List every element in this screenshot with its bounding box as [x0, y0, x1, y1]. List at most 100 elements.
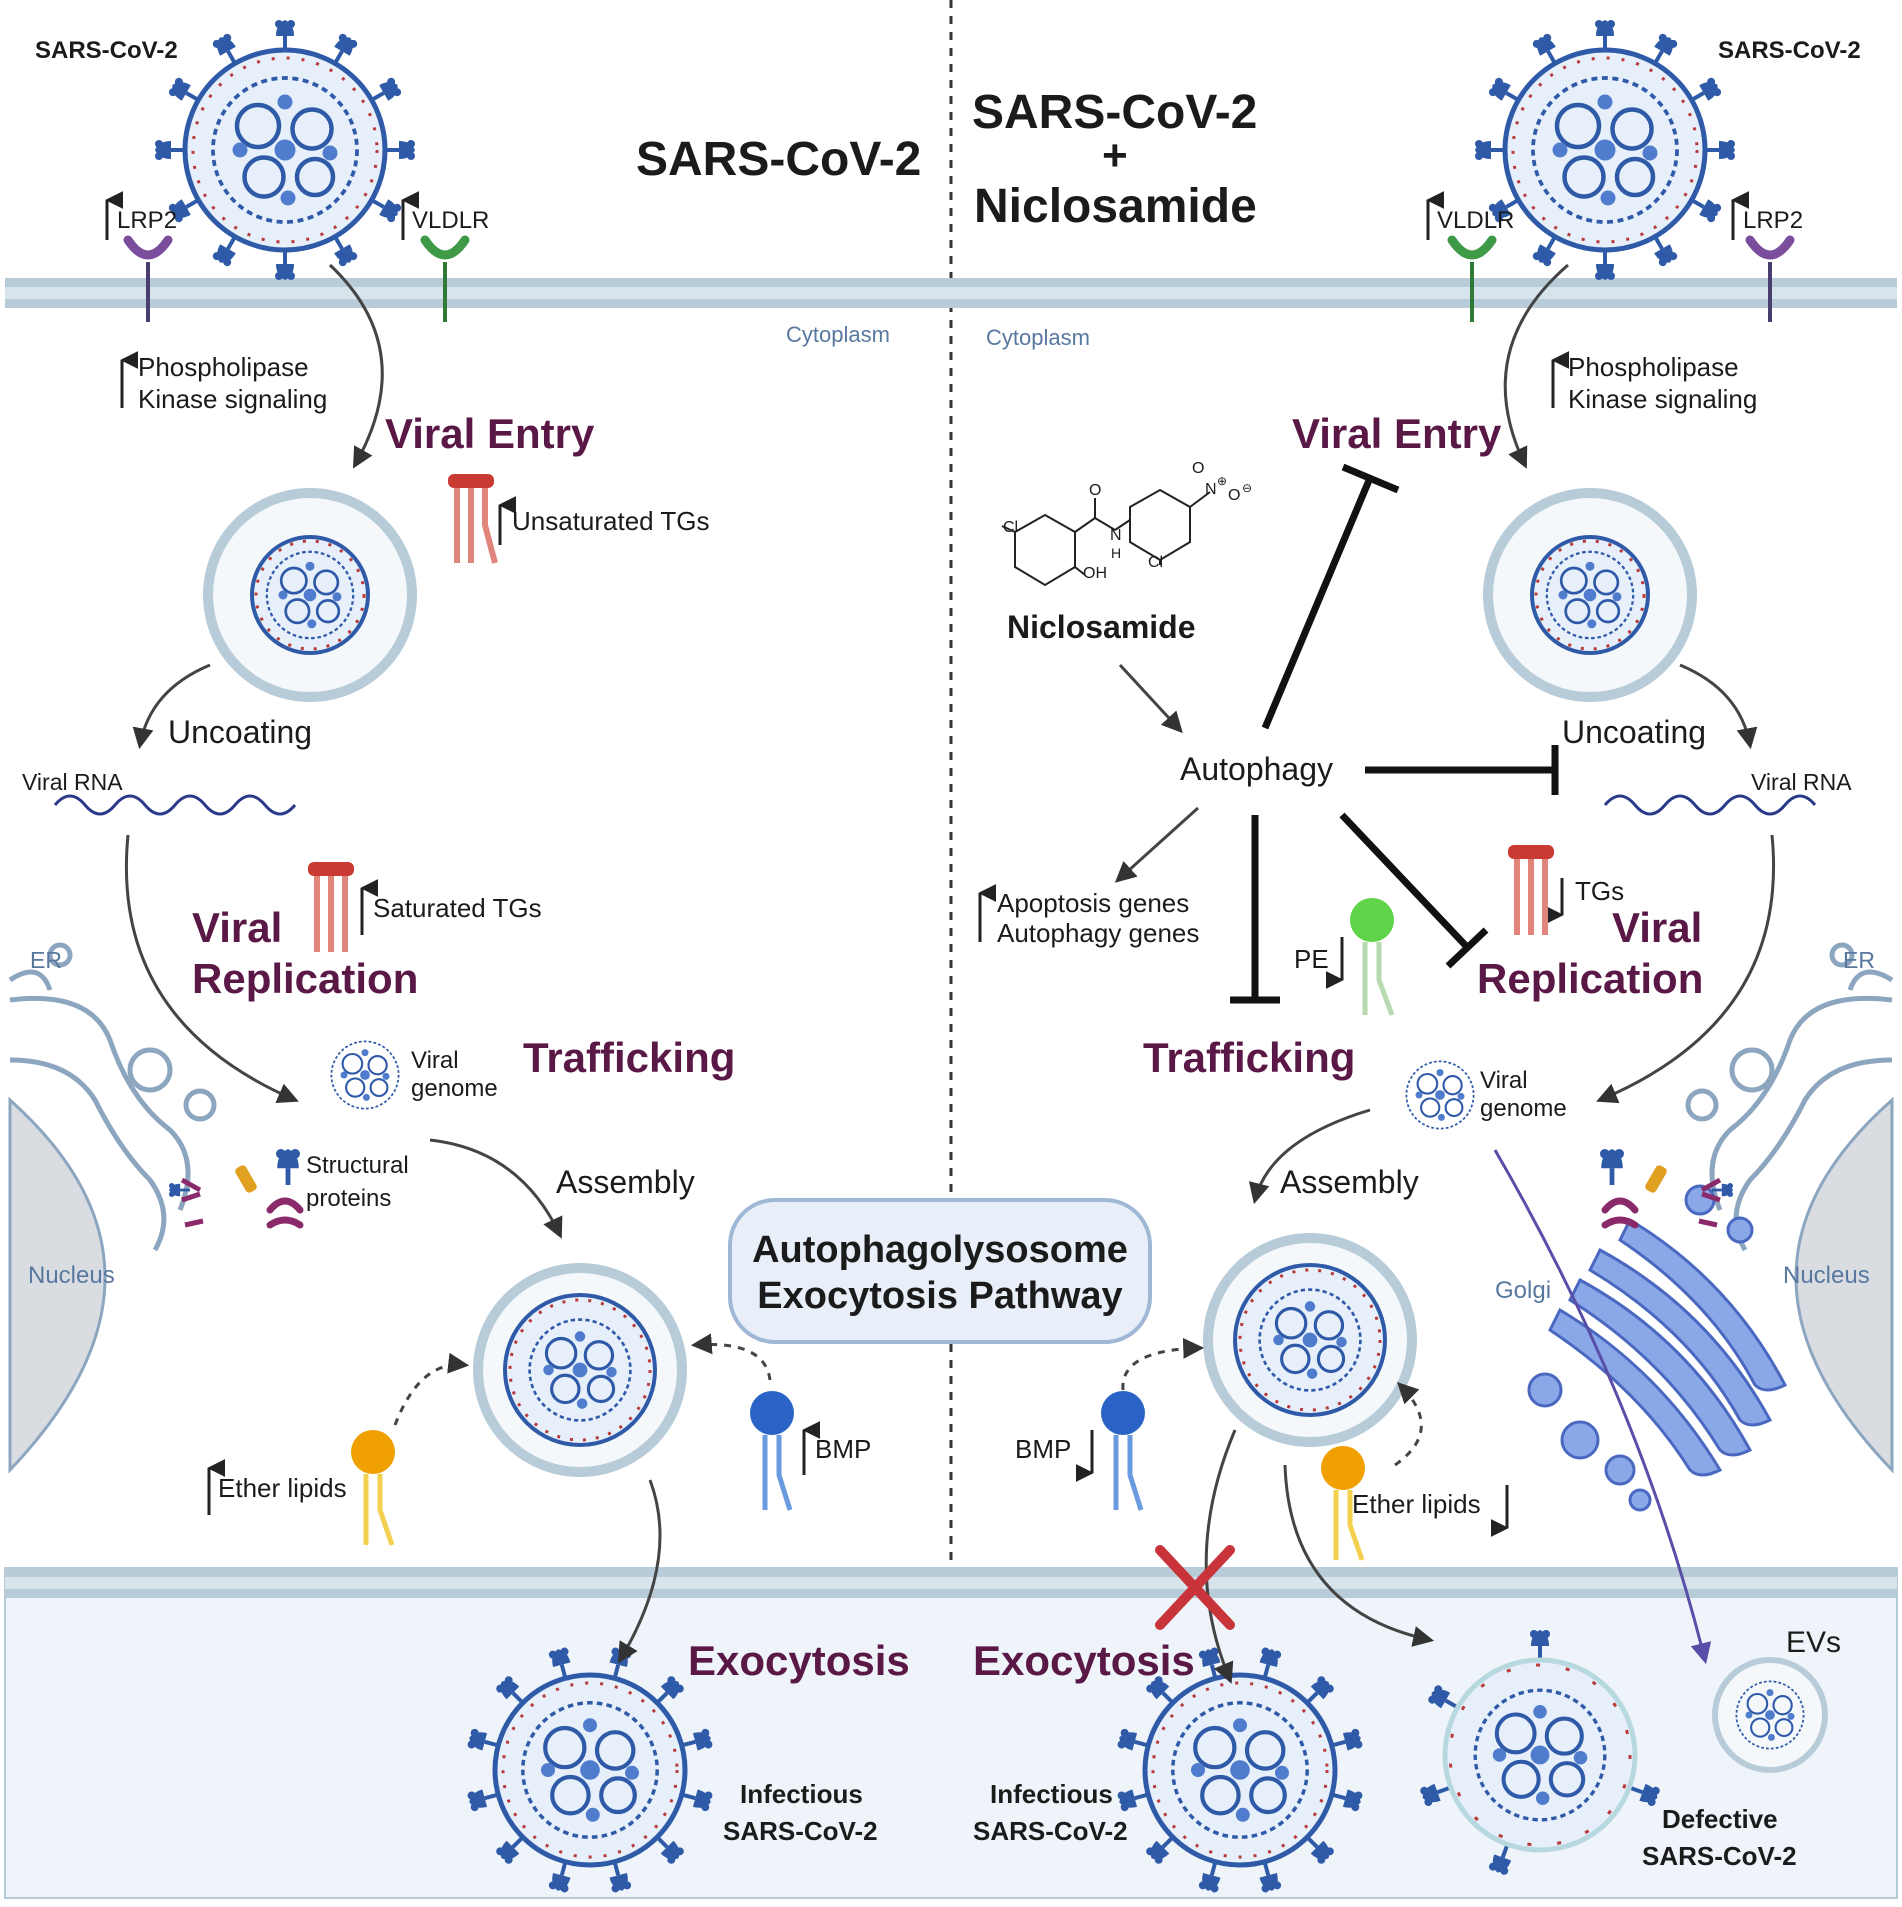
left-vldlr-label: VLDLR	[412, 207, 489, 234]
left-kinase-label: Kinase signaling	[138, 384, 327, 414]
receptor-icon-lrp2-left	[123, 235, 173, 322]
triglyceride-icon-right	[1508, 845, 1554, 935]
golgi-icon	[1527, 1184, 1788, 1512]
right-heading-1: SARS-CoV-2	[972, 86, 1257, 139]
process-arrows-left	[124, 263, 772, 1664]
right-viral-rna-label: Viral RNA	[1751, 769, 1852, 795]
chem-oh: OH	[1083, 565, 1107, 582]
chem-h: H	[1111, 545, 1121, 561]
left-exocytosis-title: Exocytosis	[688, 1637, 910, 1684]
pathway-box	[728, 1198, 1152, 1344]
left-bmp-label: BMP	[815, 1434, 871, 1464]
virus-icon-infectious-left	[464, 1644, 716, 1896]
left-unsat-tgs-label: Unsaturated TGs	[512, 506, 710, 536]
right-viral-replication-title-1: Viral	[1612, 904, 1702, 951]
right-autophagy-genes-label: Autophagy genes	[997, 918, 1199, 948]
left-virus-label: SARS-CoV-2	[35, 37, 178, 64]
left-nucleus-label: Nucleus	[28, 1262, 115, 1289]
left-uncoating-label: Uncoating	[168, 714, 312, 750]
right-pe-label: PE	[1294, 944, 1329, 974]
right-viral-genome-label-1: Viral	[1480, 1067, 1528, 1094]
structural-proteins-icon-left	[167, 1149, 304, 1229]
chem-o: O	[1089, 482, 1101, 499]
right-vldlr-label: VLDLR	[1437, 207, 1514, 234]
chem-o-top: O	[1192, 460, 1204, 477]
regulation-arrows	[105, 191, 1750, 1537]
lipid-icon-ether-right	[1321, 1446, 1365, 1561]
right-tgs-label: TGs	[1575, 876, 1624, 906]
structural-proteins-icon-right	[1600, 1149, 1735, 1229]
process-arrows-right	[1114, 263, 1776, 1684]
cross-icon	[1155, 1545, 1235, 1630]
chem-plus: ⊕	[1217, 474, 1227, 488]
left-cytoplasm-label: Cytoplasm	[786, 322, 890, 347]
right-apoptosis-genes-label: Apoptosis genes	[997, 888, 1189, 918]
endosome-icon-right	[1483, 488, 1697, 702]
pathway-label-1: Autophagolysosome	[752, 1229, 1128, 1271]
right-viral-entry-title: Viral Entry	[1292, 410, 1502, 457]
left-viral-genome-label-2: genome	[411, 1075, 498, 1102]
receptor-icon-lrp2-right	[1745, 235, 1795, 322]
right-trafficking-title: Trafficking	[1143, 1034, 1355, 1081]
chem-o-minus: O	[1228, 487, 1240, 504]
virus-icon-top-right	[1473, 18, 1737, 282]
ev-vesicle-icon	[1712, 1657, 1828, 1773]
right-virus-label: SARS-CoV-2	[1718, 37, 1861, 64]
left-viral-replication-title-1: Viral	[192, 904, 282, 951]
left-heading: SARS-CoV-2	[636, 133, 921, 186]
right-infectious-label-1: Infectious	[990, 1779, 1113, 1809]
pathway-label-2: Exocytosis Pathway	[757, 1275, 1122, 1317]
left-structural-label-2: proteins	[306, 1185, 391, 1212]
receptor-icon-vldlr-right	[1447, 235, 1497, 322]
viral-genome-icon-left	[330, 1040, 400, 1110]
left-viral-replication-title-2: Replication	[192, 955, 418, 1002]
chem-n-nitro: N	[1205, 481, 1217, 498]
right-er-label: ER	[1843, 947, 1875, 973]
virus-icon-infectious-right	[1114, 1644, 1366, 1896]
virus-icon-defective	[1417, 1628, 1663, 1878]
nucleus-icon-right	[1794, 1096, 1894, 1474]
left-lrp2-label: LRP2	[117, 207, 177, 234]
right-lrp2-label: LRP2	[1743, 207, 1803, 234]
virus-icon-top-left	[153, 18, 417, 282]
right-autophagy-label: Autophagy	[1180, 751, 1333, 787]
left-trafficking-title: Trafficking	[523, 1034, 735, 1081]
golgi-ev-arrow	[1493, 1149, 1712, 1665]
chem-cl1: Cl	[1003, 519, 1018, 536]
left-ether-lipids-label: Ether lipids	[218, 1473, 347, 1503]
assembly-vesicle-icon-right	[1203, 1233, 1417, 1447]
viral-rna-right	[1603, 794, 1817, 816]
right-viral-genome-label-2: genome	[1480, 1095, 1567, 1122]
triglyceride-icon-unsat	[448, 474, 498, 564]
right-exocytosis-title: Exocytosis	[973, 1637, 1195, 1684]
right-cytoplasm-label: Cytoplasm	[986, 325, 1090, 350]
lipid-icon-bmp-right	[1101, 1391, 1145, 1511]
right-assembly-label: Assembly	[1280, 1164, 1419, 1200]
chem-cl2: Cl	[1148, 554, 1163, 571]
top-membrane	[5, 278, 1897, 308]
right-heading-3: Niclosamide	[974, 180, 1257, 233]
triglyceride-icon-sat	[308, 862, 354, 952]
lipid-icon-ether-left	[351, 1430, 395, 1546]
right-niclosamide-label: Niclosamide	[1007, 609, 1196, 645]
right-viral-replication-title-2: Replication	[1477, 955, 1703, 1002]
er-icon-left	[8, 942, 217, 1252]
niclosamide-structure-icon	[1001, 488, 1211, 587]
receptor-icon-vldlr-left	[420, 235, 470, 322]
left-phospholipase-label: Phospholipase	[138, 352, 309, 382]
viral-genome-icon-right	[1405, 1060, 1475, 1130]
left-viral-genome-label-1: Viral	[411, 1047, 459, 1074]
right-defective-label-2: SARS-CoV-2	[1642, 1841, 1797, 1871]
left-viral-rna-label: Viral RNA	[22, 769, 123, 795]
right-defective-label-1: Defective	[1662, 1804, 1778, 1834]
right-heading-2: +	[1102, 131, 1128, 180]
assembly-vesicle-icon-left	[473, 1263, 687, 1477]
right-uncoating-label: Uncoating	[1562, 714, 1706, 750]
left-assembly-label: Assembly	[556, 1164, 695, 1200]
chem-minus: ⊖	[1242, 481, 1252, 495]
inhibition-icon-set	[1230, 463, 1559, 1004]
left-structural-label-1: Structural	[306, 1152, 409, 1179]
right-phospholipase-label: Phospholipase	[1568, 352, 1739, 382]
